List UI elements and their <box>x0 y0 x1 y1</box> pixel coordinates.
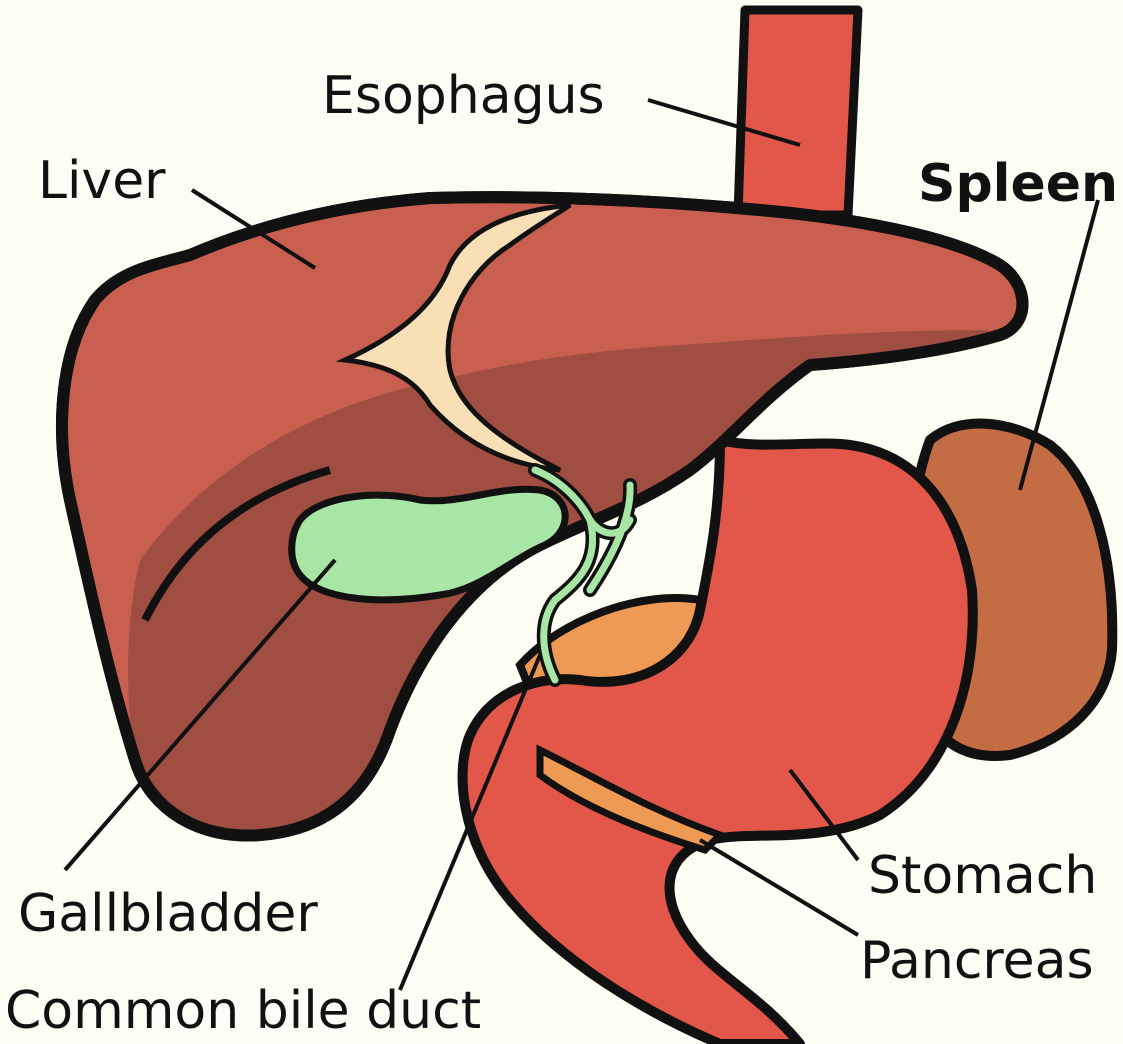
common-bile-duct-label: Common bile duct <box>5 985 481 1037</box>
esophagus-shape <box>738 10 858 215</box>
gallbladder-shape <box>292 489 565 600</box>
pancreas-leader <box>700 840 858 935</box>
stomach-label: Stomach <box>868 850 1097 902</box>
liver-label: Liver <box>38 155 166 207</box>
spleen-label: Spleen <box>918 158 1118 210</box>
pancreas-label: Pancreas <box>860 935 1094 987</box>
gallbladder-label: Gallbladder <box>18 888 318 940</box>
esophagus-label: Esophagus <box>322 70 605 122</box>
